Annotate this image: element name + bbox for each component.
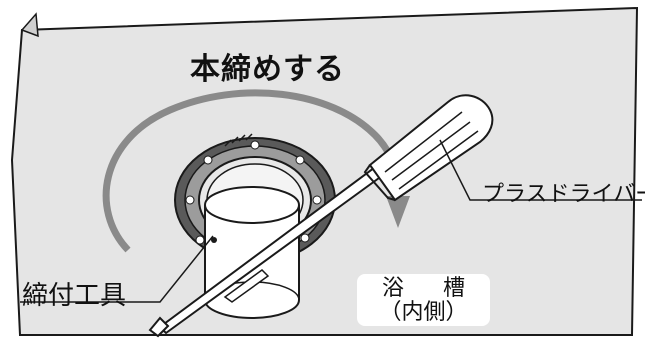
tool-leader xyxy=(20,235,214,303)
tub-label-line1: 浴 槽 xyxy=(382,276,481,301)
rotation-arrowhead xyxy=(386,196,410,228)
tub-label-line2: （内側） xyxy=(379,300,468,325)
screwdriver-leader xyxy=(439,139,642,201)
tightening-tool-label: 締付工具 xyxy=(22,281,127,311)
screwdriver xyxy=(148,94,494,338)
pipe xyxy=(204,186,300,319)
page-title: 本締めする xyxy=(190,52,345,87)
tub-inside-label: 浴 槽 （内側） xyxy=(357,274,490,326)
panel-corner-fold xyxy=(20,12,39,38)
screwdriver-label: プラスドライバー xyxy=(482,182,645,207)
